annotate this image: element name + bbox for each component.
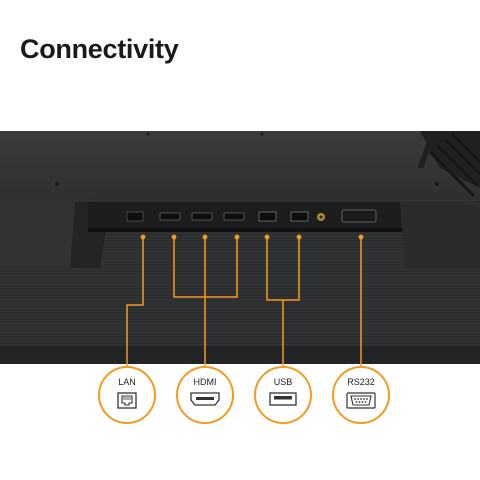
- usb-badge: USB: [254, 366, 312, 424]
- usb-port-icon: [269, 392, 297, 406]
- hdmi-port-icon: [190, 392, 220, 406]
- rs232-label: RS232: [347, 377, 375, 387]
- rs232-port-icon: [346, 392, 376, 409]
- port-row: [126, 209, 377, 223]
- lan-label: LAN: [118, 377, 136, 387]
- lan-badge: LAN: [98, 366, 156, 424]
- usb-label: USB: [273, 377, 293, 387]
- hdmi-badge: HDMI: [176, 366, 234, 424]
- lan-port-icon: [117, 392, 137, 409]
- page-title: Connectivity: [20, 34, 179, 64]
- rs232-badge: RS232: [332, 366, 390, 424]
- hdmi-label: HDMI: [193, 377, 217, 387]
- monitor-port-panel-photo: [0, 128, 480, 368]
